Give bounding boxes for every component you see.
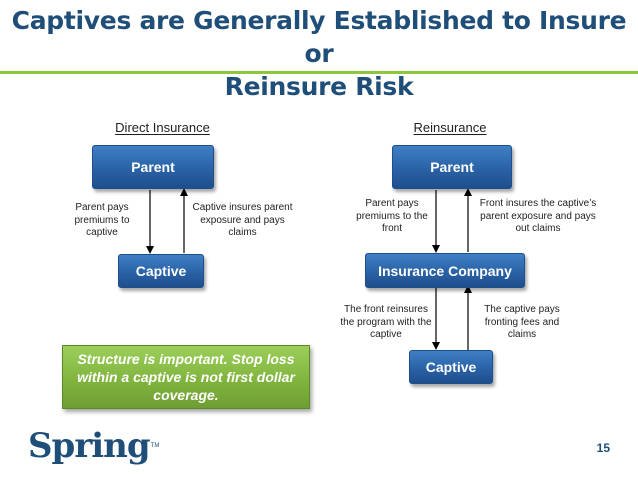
note-line: the program with the <box>340 316 432 328</box>
reins-premium-note: Parent pays premiums to the front <box>352 198 432 236</box>
direct-premium-note: Parent pays premiums to captive <box>62 202 142 240</box>
callout-line-2: within a captive is not first dollar <box>77 369 295 385</box>
trademark-mark: TM <box>150 443 160 449</box>
note-line: front <box>381 223 402 234</box>
direct-captive-box: Captive <box>118 254 204 288</box>
callout-line-3: coverage. <box>153 387 219 403</box>
reins-captive-fees-note: The captive pays fronting fees and claim… <box>472 304 572 342</box>
note-line: Parent pays <box>75 202 129 213</box>
reins-reinsure-note: The front reinsures the program with the… <box>334 304 438 342</box>
note-line: premiums to <box>74 214 130 226</box>
direct-claims-note: Captive insures parent exposure and pays… <box>190 202 295 240</box>
note-line: Captive insures parent <box>192 202 293 213</box>
direct-parent-label: Parent <box>131 159 175 175</box>
slide-title-line-1: Captives are Generally Established to In… <box>11 6 627 68</box>
note-line: claims <box>507 329 537 340</box>
note-line: captive <box>370 329 402 340</box>
note-line: fronting fees and <box>484 316 560 328</box>
title-divider <box>0 71 638 74</box>
note-line: premiums to the <box>356 210 428 222</box>
insurance-company-label: Insurance Company <box>378 262 512 279</box>
direct-insurance-label: Direct Insurance <box>115 120 210 135</box>
reins-parent-box: Parent <box>392 145 512 189</box>
reins-parent-label: Parent <box>430 159 474 175</box>
direct-parent-box: Parent <box>92 145 214 189</box>
callout-line-1: Structure is important. Stop loss <box>77 351 295 367</box>
reinsurance-label: Reinsurance <box>413 120 487 135</box>
insurance-company-box: Insurance Company <box>365 253 525 288</box>
reins-front-claims-note: Front insures the captive’s parent expos… <box>474 198 602 236</box>
spring-logo: Spring TM <box>28 423 159 469</box>
slide-title: Captives are Generally Established to In… <box>0 4 638 103</box>
note-line: exposure and pays <box>200 214 285 226</box>
note-line: claims <box>228 227 257 238</box>
note-line: Parent pays <box>365 198 419 209</box>
slide-title-line-2: Reinsure Risk <box>224 72 414 101</box>
direct-captive-label: Captive <box>135 263 187 279</box>
reins-captive-box: Captive <box>409 350 493 384</box>
reins-captive-label: Captive <box>425 359 477 375</box>
page-number: 15 <box>596 441 610 455</box>
note-line: captive <box>86 227 118 238</box>
note-line: The front reinsures <box>344 304 428 315</box>
note-line: The captive pays <box>484 304 560 315</box>
note-line: out claims <box>515 223 561 234</box>
note-line: parent exposure and pays <box>480 210 596 222</box>
stop-loss-callout: Structure is important. Stop loss within… <box>62 345 310 409</box>
note-line: Front insures the captive’s <box>479 198 597 209</box>
spring-logo-text: Spring <box>28 426 151 466</box>
